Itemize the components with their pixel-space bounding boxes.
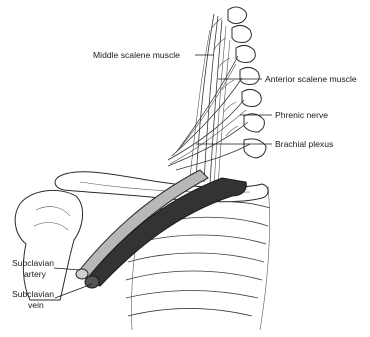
label-subclavian-artery-line2: artery bbox=[24, 269, 47, 279]
label-phrenic-nerve: Phrenic nerve bbox=[275, 110, 328, 120]
label-middle-scalene-muscle: Middle scalene muscle bbox=[93, 50, 180, 60]
label-subclavian-vein-line2: vein bbox=[28, 300, 44, 310]
label-subclavian-artery-line1: Subclavian bbox=[12, 258, 54, 268]
label-subclavian-vein-line1: Subclavian bbox=[12, 289, 54, 299]
humerus-shoulder bbox=[15, 190, 82, 300]
label-anterior-scalene-muscle: Anterior scalene muscle bbox=[265, 74, 357, 84]
brachial-plexus-nerves bbox=[168, 56, 250, 170]
label-brachial-plexus: Brachial plexus bbox=[275, 139, 333, 149]
